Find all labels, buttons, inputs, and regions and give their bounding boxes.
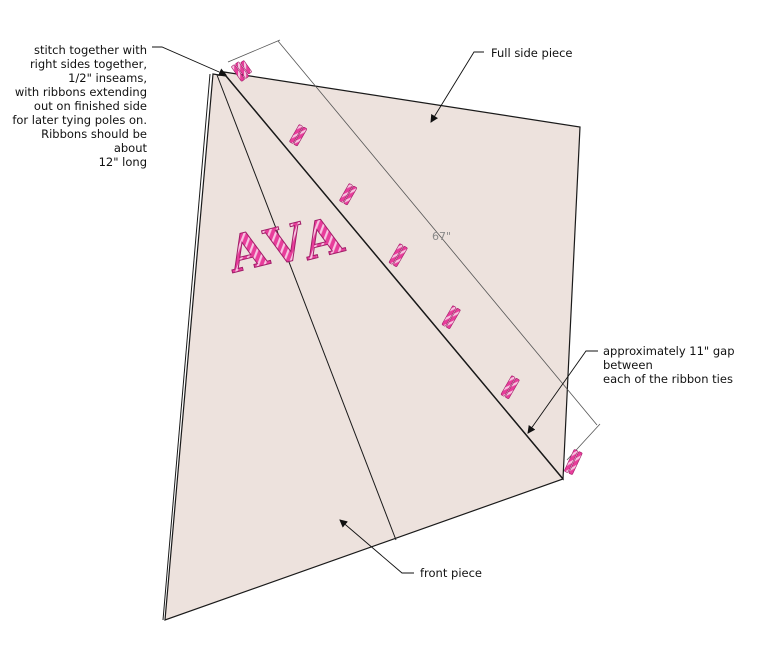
ribbon-tie [441,305,461,329]
stitch-note-line: 1/2" inseams, [68,71,147,85]
full-side-leader [430,51,484,123]
ribbon-tie [500,375,520,399]
gap-note-leader [527,350,598,434]
stitch-note-line: out on finished side [33,99,147,113]
ribbon-tie [564,449,583,475]
gap-note-line: approximately 11" gap between [603,344,735,372]
ribbon-tie [339,183,357,206]
stitch-note-leader [152,46,227,76]
stitch-note-line: Ribbons should be about [41,127,147,155]
stitch-note-line: with ribbons extending [14,85,147,99]
stitch-note-line: stitch together with [33,43,147,57]
gap-note-line: each of the ribbon ties [603,372,733,386]
ribbon-ties [231,60,583,475]
ribbon-tie [231,60,252,82]
ribbon-gap-note: approximately 11" gap between each of th… [603,344,768,386]
full-side-piece-label: Full side piece [491,46,573,60]
stitch-note-line: for later tying poles on. [12,113,147,127]
stitch-note-line: right sides together, [29,57,147,71]
front-piece-leader [339,519,414,574]
front-piece-seam [216,74,397,541]
front-left-edge-seam [162,73,211,621]
front-piece-label: front piece [420,566,482,580]
stitch-instructions-note: stitch together with right sides togethe… [6,43,147,169]
inseam-line [225,75,564,480]
stitch-note-line: 12" long [98,155,147,169]
leader-lines [152,46,598,574]
ribbon-tie [289,124,307,147]
dimension-label: 67" [432,230,452,243]
ava-monogram: A V A [220,204,350,285]
ribbon-tie [388,243,408,267]
